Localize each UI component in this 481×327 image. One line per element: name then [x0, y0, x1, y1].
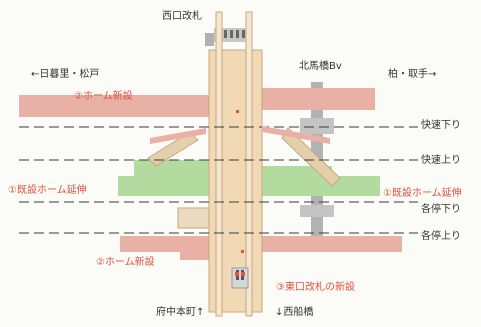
platform-extend-right-label: ①既設ホーム延伸 [383, 188, 462, 199]
crossing-band [150, 128, 206, 144]
marker-red [236, 110, 239, 113]
existing-platform-left [118, 176, 210, 196]
direction-nippori-label: ←日暮里・松戸 [31, 69, 100, 80]
gate-bar [236, 30, 239, 38]
gate-bar [230, 30, 233, 38]
east-gate-box [231, 267, 249, 289]
direction-nishifunabashi-label: ↓西船橋 [275, 307, 314, 318]
stair-block [177, 207, 211, 229]
gate-bar [242, 30, 245, 38]
concourse-rail-right [245, 11, 253, 317]
kitakogane-bridge-label: 北馬橋Bv [299, 61, 342, 72]
track-local-down-label: 各停下り [421, 204, 461, 215]
platform-new-lower-label: ②ホーム新設 [96, 257, 155, 268]
crossing-band [262, 126, 330, 144]
new-platform-upper-left [19, 95, 209, 117]
direction-kashiwa-label: 柏・取手→ [388, 69, 437, 80]
existing-platform-right [262, 176, 380, 196]
track-rapid-up-label: 快速上り [421, 155, 461, 166]
gate-bar [224, 30, 227, 38]
west-gate-label: 西口改札 [162, 11, 202, 22]
gray-block [300, 205, 334, 217]
concourse-rail-left [215, 11, 223, 317]
new-platform-lower-mid [180, 242, 210, 260]
marker-red [235, 272, 239, 276]
track-local-up-label: 各停上り [421, 231, 461, 242]
existing-platform-left-upper [134, 160, 209, 180]
new-platform-upper-right [262, 88, 375, 110]
gray-block [300, 118, 334, 134]
stair-left [147, 131, 199, 167]
platform-extend-left-label: ①既設ホーム延伸 [8, 185, 87, 196]
west-gate-structure [205, 33, 214, 46]
direction-fuchu-label: 府中本町↑ [156, 307, 205, 318]
track-rapid-down-label: 快速下り [421, 120, 461, 131]
platform-new-upper-label: ②ホーム新設 [74, 91, 133, 102]
marker-red [241, 250, 244, 253]
new-platform-lower-right [262, 236, 402, 252]
east-gate-new-label: ③東口改札の新設 [276, 282, 355, 293]
marker-red [241, 272, 245, 276]
